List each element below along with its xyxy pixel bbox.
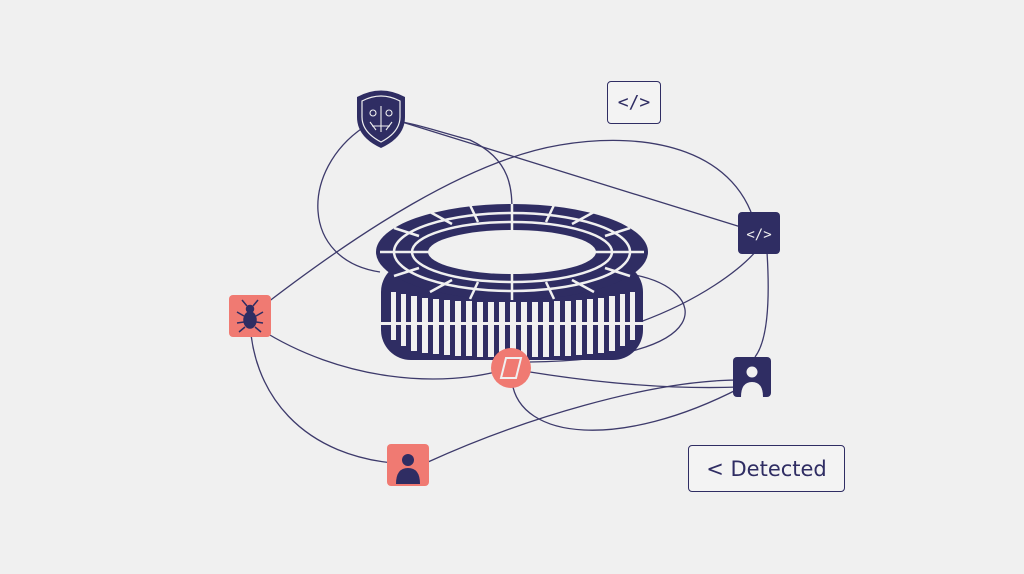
connection-line	[317, 126, 381, 273]
code-node: </>	[738, 212, 780, 254]
connection-lines	[249, 121, 769, 465]
stadium-icon	[376, 204, 648, 360]
detected-label: < Detected	[706, 456, 827, 481]
connection-line	[529, 371, 741, 389]
parallelogram-icon	[491, 348, 531, 388]
bug-icon	[229, 295, 271, 337]
connection-line	[639, 249, 758, 323]
connection-line	[249, 315, 409, 465]
user-icon	[733, 357, 771, 397]
connection-line	[249, 139, 758, 317]
connection-line	[401, 121, 758, 233]
shield-crest-icon	[357, 90, 405, 148]
code-node-label: </>	[746, 227, 771, 243]
user-icon	[387, 444, 429, 486]
connection-line	[259, 328, 511, 380]
code-tag-icon: </>	[607, 81, 661, 124]
connection-line	[511, 381, 741, 431]
code-tag-label: </>	[617, 92, 651, 113]
connection-line	[427, 379, 741, 463]
connection-line	[754, 251, 769, 358]
detected-badge: < Detected	[688, 445, 845, 492]
connection-line	[401, 121, 513, 215]
